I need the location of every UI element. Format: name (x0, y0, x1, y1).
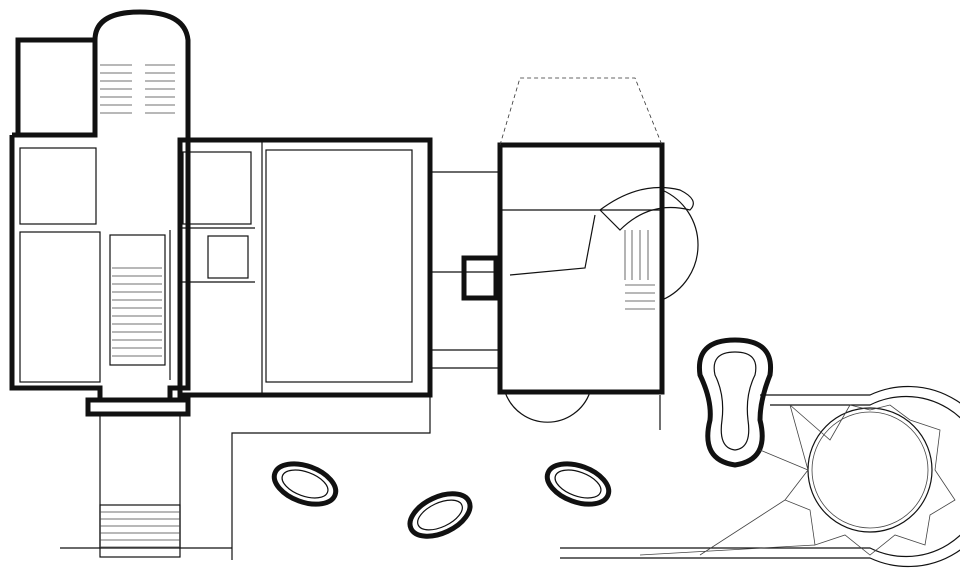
middle-block (169, 137, 433, 398)
planter (271, 461, 612, 539)
connector (430, 171, 500, 369)
terrace (60, 337, 960, 568)
west-wing (9, 9, 191, 417)
west-stair (100, 64, 175, 357)
spiral-stair (696, 337, 774, 468)
entrance-stair (99, 504, 181, 558)
east-stair (624, 230, 655, 310)
round-platform (560, 385, 960, 568)
east-building (497, 77, 699, 423)
